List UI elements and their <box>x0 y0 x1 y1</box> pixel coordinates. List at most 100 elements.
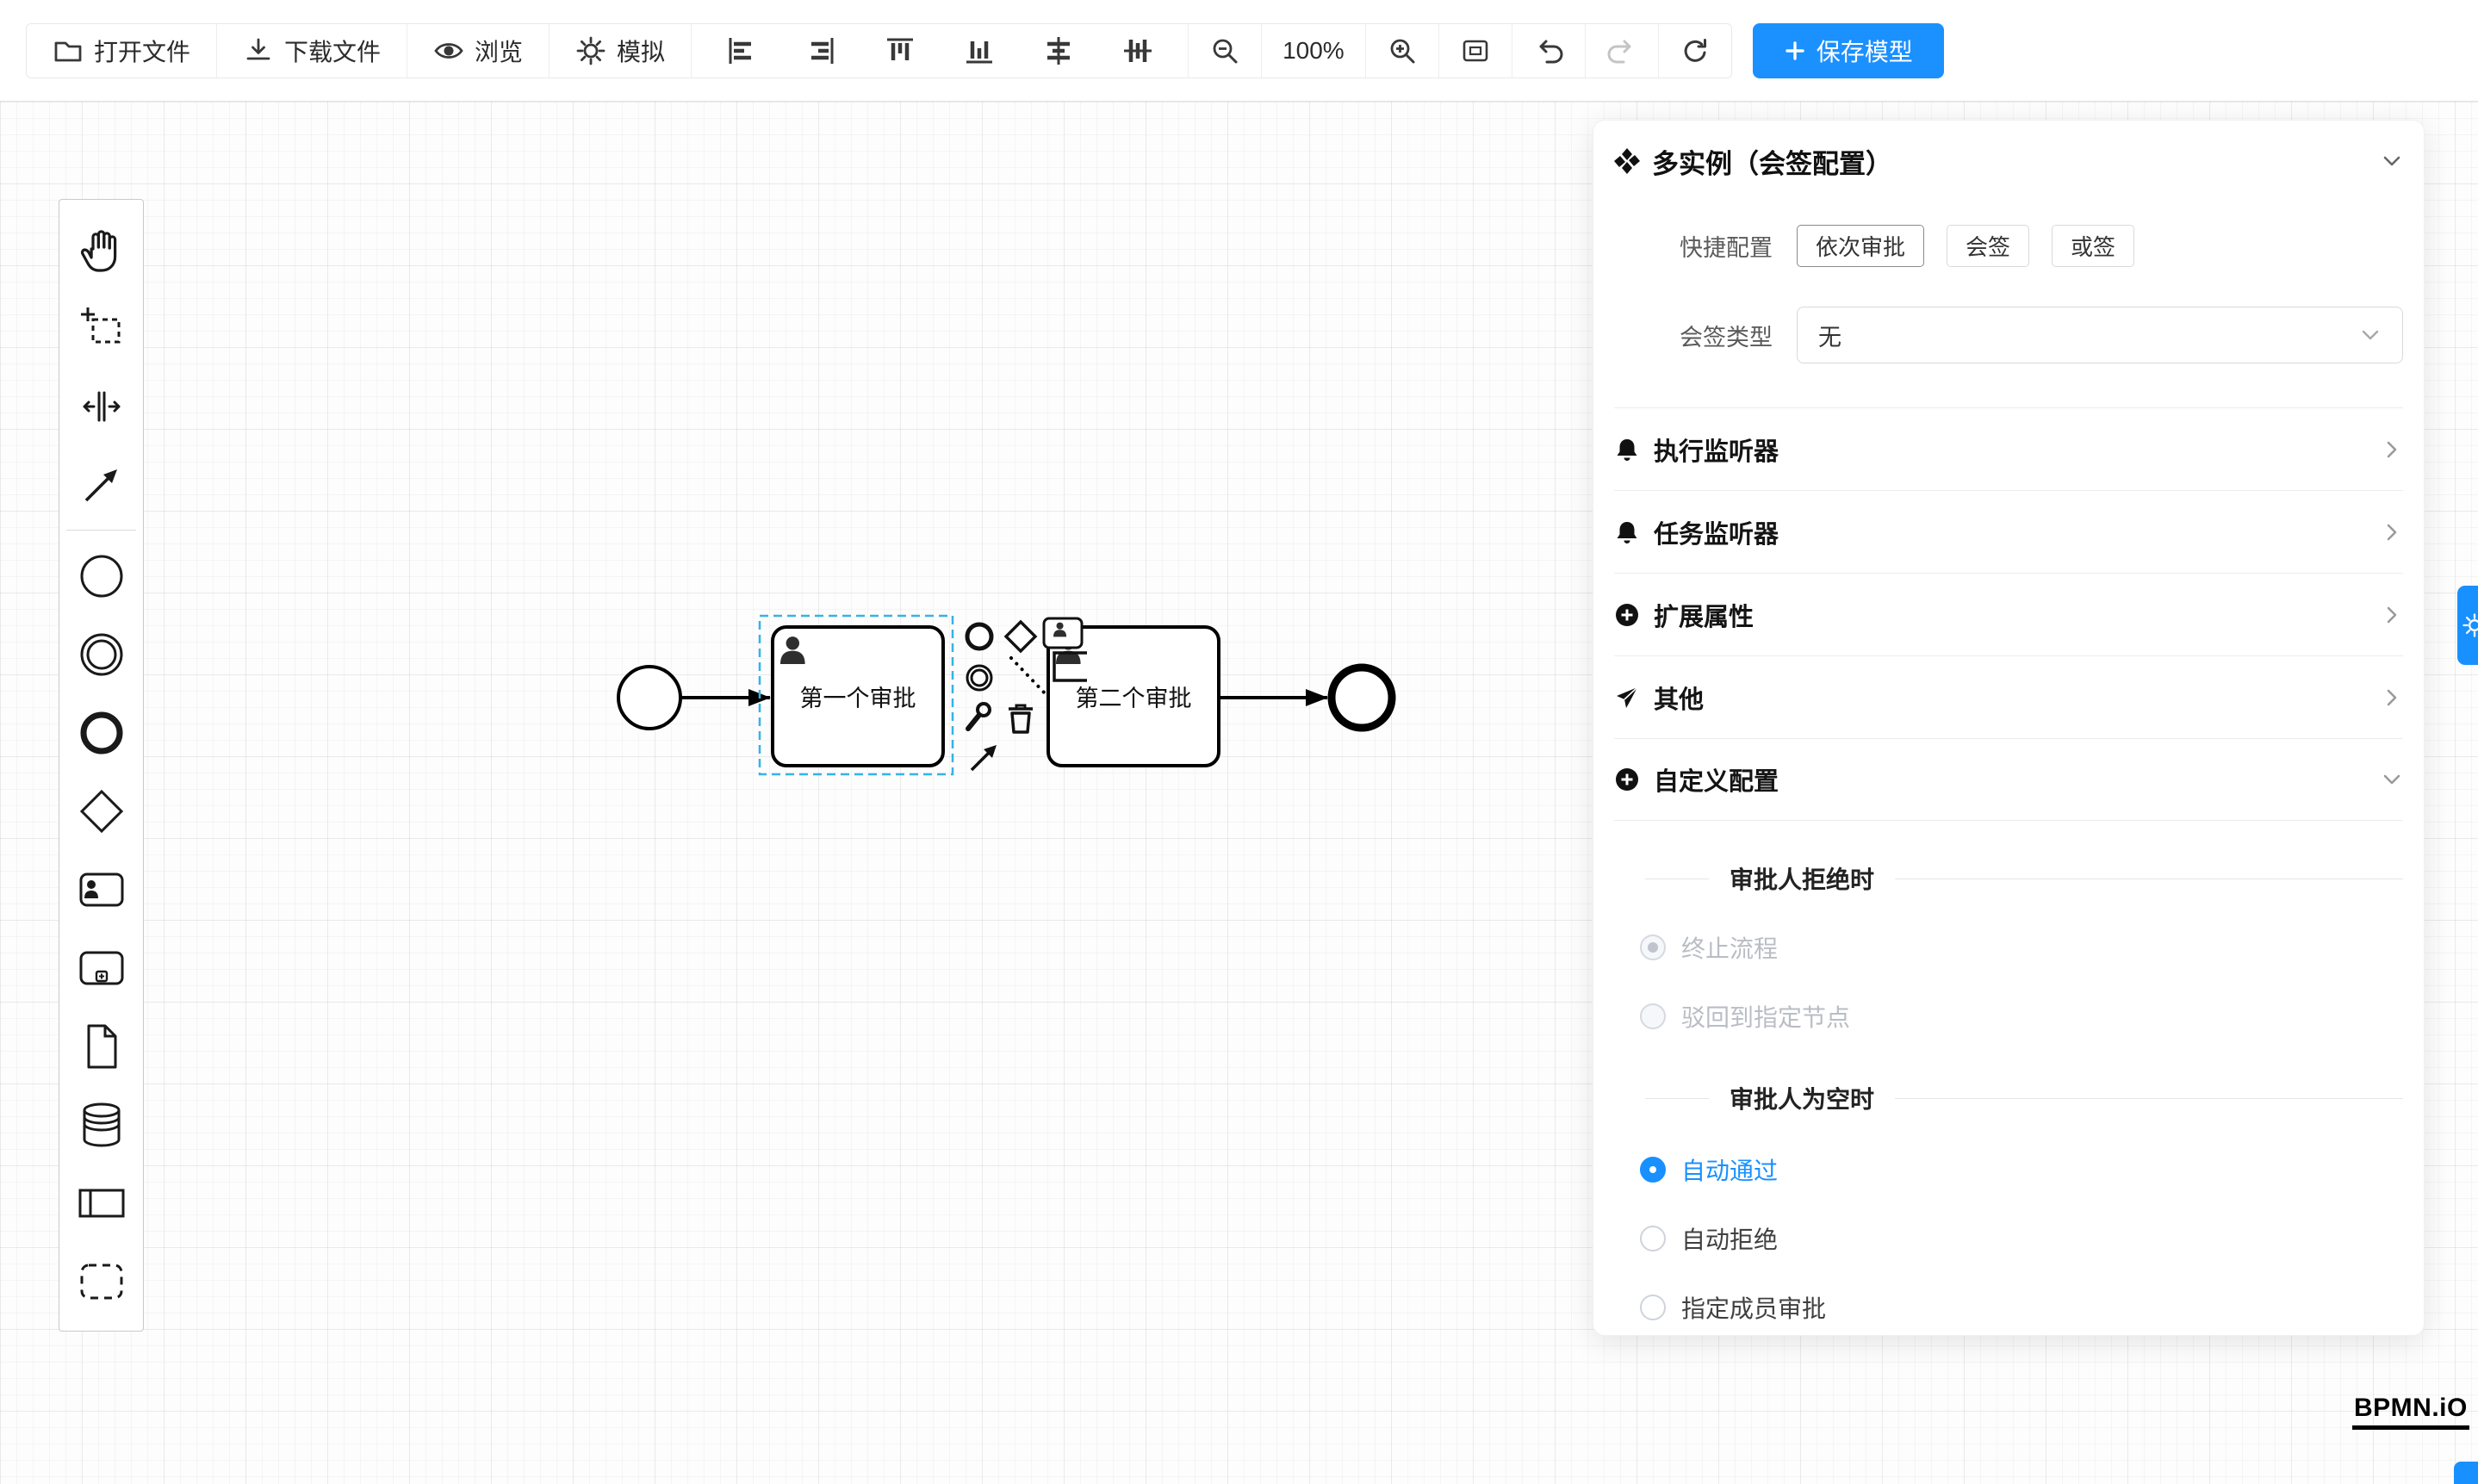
zoom-level-value: 100% <box>1282 36 1345 64</box>
redo-button[interactable] <box>1586 23 1659 78</box>
simulate-label: 模拟 <box>617 38 666 65</box>
fit-viewport-icon <box>1463 40 1487 61</box>
append-intermediate-event-icon[interactable] <box>966 664 993 692</box>
append-end-event-icon[interactable] <box>965 622 994 651</box>
append-text-annotation-icon[interactable] <box>1053 651 1087 682</box>
connect-tool-icon <box>84 469 117 501</box>
radio-terminate-process[interactable]: 终止流程 <box>1614 923 2403 972</box>
end-event-icon <box>80 711 122 754</box>
align-top-icon[interactable] <box>885 35 916 66</box>
save-model-button[interactable]: 保存模型 <box>1752 22 1944 78</box>
task-first-approval[interactable]: 第一个审批 <box>771 625 945 767</box>
plus-icon <box>1785 40 1804 60</box>
quick-option-orsign[interactable]: 或签 <box>2052 224 2135 267</box>
browse-button[interactable]: 浏览 <box>407 23 550 78</box>
corner-widget[interactable] <box>2454 1462 2478 1484</box>
data-store-icon <box>83 1102 120 1147</box>
user-task-icon <box>79 872 123 906</box>
radio-assign-member[interactable]: 指定成员审批 <box>1614 1283 2403 1332</box>
subprocess-icon <box>79 951 123 984</box>
wrench-icon[interactable] <box>966 702 991 731</box>
start-event-icon <box>80 555 122 597</box>
radio-label: 驳回到指定节点 <box>1681 1004 1851 1031</box>
create-gateway[interactable] <box>59 772 143 850</box>
bpmn-canvas[interactable]: 第一个审批 第二个审批 <box>0 102 2478 1484</box>
simulate-button[interactable]: 模拟 <box>550 23 692 78</box>
zoom-in-button[interactable] <box>1366 23 1439 78</box>
reject-title-text: 审批人拒绝时 <box>1730 866 1875 893</box>
create-start-event[interactable] <box>59 537 143 615</box>
append-gateway-icon[interactable] <box>1003 619 1038 654</box>
hand-tool[interactable] <box>59 210 143 289</box>
align-center-icon[interactable] <box>1043 35 1074 66</box>
lasso-tool-icon <box>80 307 120 343</box>
chevron-right-icon <box>2387 689 2397 705</box>
align-middle-icon[interactable] <box>1122 35 1153 66</box>
section-other[interactable]: 其他 <box>1614 655 2403 738</box>
radio-icon <box>1640 1295 1666 1320</box>
lasso-tool[interactable] <box>59 289 143 367</box>
eye-icon <box>434 42 463 59</box>
sign-type-row: 会签类型 无 <box>1614 307 2403 363</box>
fit-viewport-button[interactable] <box>1439 23 1512 78</box>
align-left-icon[interactable] <box>726 35 757 66</box>
section-label: 自定义配置 <box>1654 768 1779 796</box>
undo-icon <box>1539 40 1563 63</box>
global-connect-tool[interactable] <box>59 445 143 524</box>
undo-button[interactable] <box>1512 23 1586 78</box>
bpmn-io-watermark[interactable]: BPMN.iO <box>2352 1394 2469 1430</box>
radio-label: 自动通过 <box>1681 1158 1779 1184</box>
intermediate-event-icon <box>80 633 122 675</box>
create-end-event[interactable] <box>59 693 143 772</box>
section-task-listener[interactable]: 任务监听器 <box>1614 490 2403 573</box>
section-custom-config[interactable]: 自定义配置 <box>1614 738 2403 821</box>
hand-tool-icon <box>80 229 116 272</box>
trash-icon[interactable] <box>1009 704 1033 734</box>
zoom-out-button[interactable] <box>1189 23 1263 78</box>
radio-auto-pass[interactable]: 自动通过 <box>1614 1146 2403 1194</box>
bell-icon <box>1614 519 1640 545</box>
settings-drawer-tab[interactable] <box>2457 586 2478 665</box>
toolbar: 打开文件 下载文件 浏览 模拟 100% <box>0 0 2478 102</box>
create-data-store[interactable] <box>59 1085 143 1164</box>
sign-type-select[interactable]: 无 <box>1797 307 2403 363</box>
end-event[interactable] <box>1327 663 1396 732</box>
task-second-approval[interactable]: 第二个审批 <box>1046 625 1220 767</box>
section-label: 其他 <box>1654 686 1705 714</box>
chevron-down-icon <box>2383 774 2400 785</box>
create-intermediate-event[interactable] <box>59 615 143 693</box>
radio-auto-reject[interactable]: 自动拒绝 <box>1614 1214 2403 1263</box>
align-right-icon[interactable] <box>805 35 836 66</box>
radio-icon <box>1640 934 1666 960</box>
section-execution-listener[interactable]: 执行监听器 <box>1614 407 2403 490</box>
quick-option-sequential[interactable]: 依次审批 <box>1797 224 1925 267</box>
group-icon <box>80 1264 122 1299</box>
refresh-button[interactable] <box>1659 24 1731 78</box>
create-participant[interactable] <box>59 1164 143 1242</box>
append-task-icon[interactable] <box>1042 617 1084 649</box>
section-extended-properties[interactable]: 扩展属性 <box>1614 573 2403 655</box>
space-tool[interactable] <box>59 367 143 445</box>
chevron-down-icon[interactable] <box>2381 150 2403 172</box>
quick-option-countersign[interactable]: 会签 <box>1947 224 2030 267</box>
create-subprocess[interactable] <box>59 928 143 1007</box>
data-object-icon <box>87 1024 116 1068</box>
save-model-label: 保存模型 <box>1816 38 1913 65</box>
radio-return-to-node[interactable]: 驳回到指定节点 <box>1614 992 2403 1040</box>
zoom-out-icon <box>1213 39 1238 63</box>
connection-preview-dotted <box>1009 656 1049 698</box>
create-user-task[interactable] <box>59 850 143 928</box>
download-file-button[interactable]: 下载文件 <box>217 23 408 78</box>
plus-circle-icon <box>1614 767 1640 792</box>
align-bottom-icon[interactable] <box>964 35 995 66</box>
connect-arrow-icon[interactable] <box>970 745 997 772</box>
start-event[interactable] <box>617 665 682 730</box>
gateway-icon <box>79 789 123 833</box>
zoom-level[interactable]: 100% <box>1262 23 1366 78</box>
open-file-button[interactable]: 打开文件 <box>27 23 218 78</box>
panel-header[interactable]: 多实例（会签配置） <box>1614 134 2403 188</box>
refresh-icon <box>1684 38 1706 62</box>
create-group[interactable] <box>59 1242 143 1320</box>
create-data-object[interactable] <box>59 1007 143 1085</box>
task1-label: 第一个审批 <box>800 686 916 711</box>
